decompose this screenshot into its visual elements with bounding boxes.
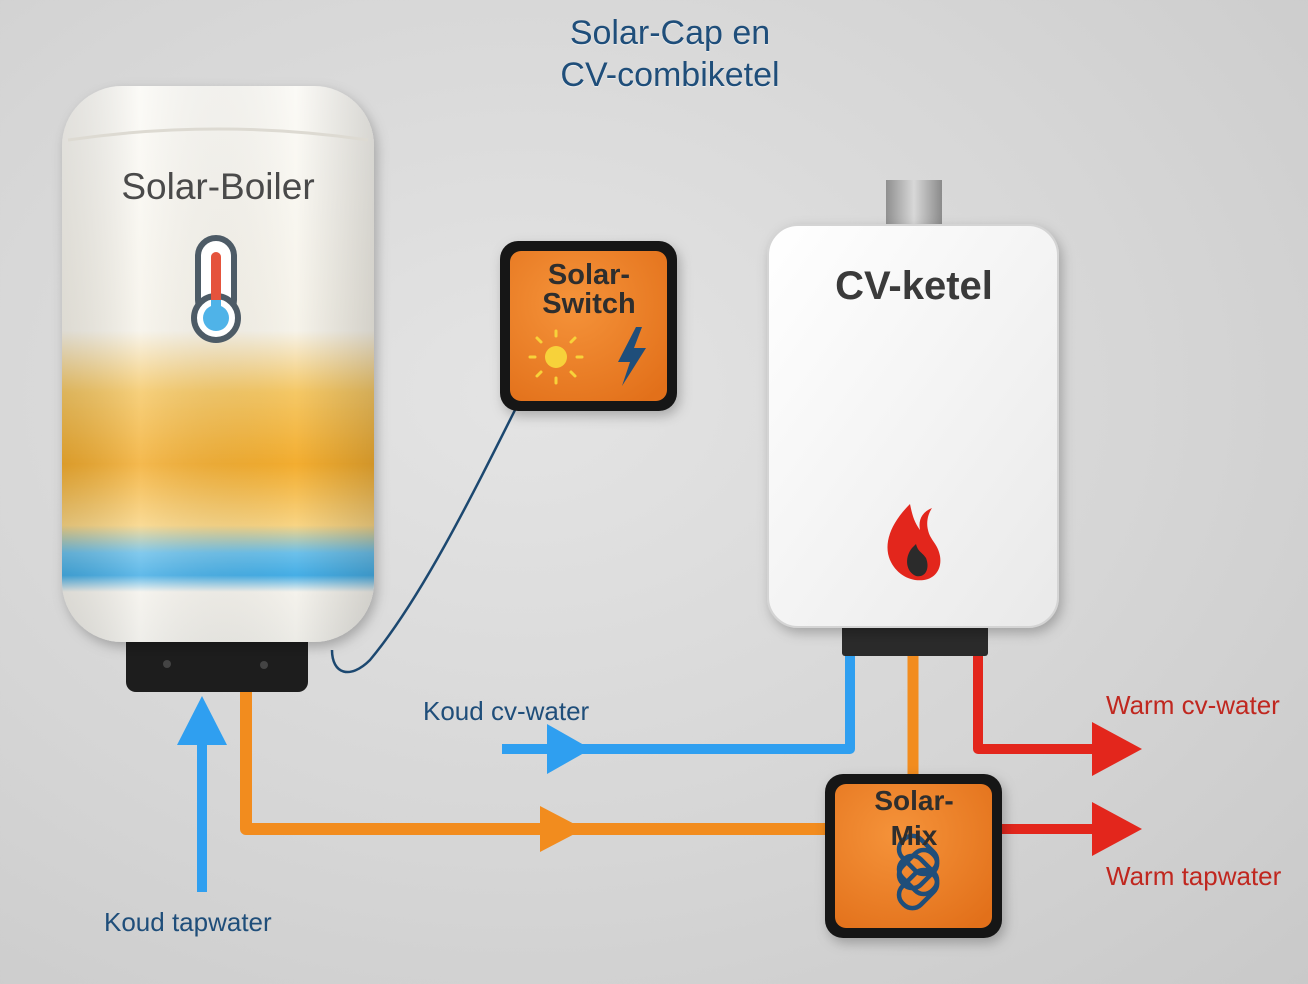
warm-tapwater-label: Warm tapwater [1106, 861, 1282, 891]
boiler-cap-rim [67, 127, 369, 142]
warm-tapwater-arrow [1092, 802, 1142, 856]
flame-icon [887, 504, 941, 581]
solar-switch-label-line1: Solar- [547, 259, 631, 291]
boiler-base-bolt [163, 660, 171, 668]
boiler-base-bolt [260, 661, 268, 669]
ketel-body [767, 224, 1059, 628]
lightning-icon [618, 327, 646, 386]
koud-cv-water-label: Koud cv-water [423, 696, 590, 726]
warm-cv-water-arrow [1092, 722, 1142, 776]
koud-cv-water-pipe [502, 656, 855, 754]
warm-solar-pipe [240, 692, 830, 835]
pipes [197, 403, 1100, 892]
solar-mix-label-line1: Solar- [874, 785, 954, 816]
thermometer-icon [191, 235, 241, 343]
warm-solar-arrow [540, 806, 584, 852]
boiler-label: Solar-Boiler [121, 166, 315, 207]
cv-ketel [767, 180, 1059, 656]
diagram-title-line2: CV-combiketel [560, 56, 780, 94]
solar-mix-label-line2: Mix [890, 820, 938, 851]
arrows [177, 696, 1142, 856]
boiler-base [126, 628, 308, 692]
sun-icon [528, 329, 584, 385]
boiler-tank-shade [62, 86, 374, 642]
cv-ketel-label: CV-ketel [835, 264, 993, 308]
diagram-title-line1: Solar-Cap en [569, 14, 771, 52]
solar-switch-label-line2: Switch [542, 288, 636, 320]
koud-tapwater-arrow [177, 696, 227, 745]
ketel-connection-block [842, 620, 988, 656]
warm-cv-water-label: Warm cv-water [1106, 690, 1280, 720]
solar-boiler [62, 86, 374, 692]
koud-tapwater-label: Koud tapwater [104, 907, 272, 937]
solar-switch [500, 241, 677, 411]
warm-cv-water-pipe [973, 656, 1100, 754]
mix-icon [896, 833, 940, 911]
solar-switch-cable [330, 403, 520, 674]
koud-cv-water-arrow [547, 724, 591, 774]
solar-mix [825, 774, 1002, 938]
